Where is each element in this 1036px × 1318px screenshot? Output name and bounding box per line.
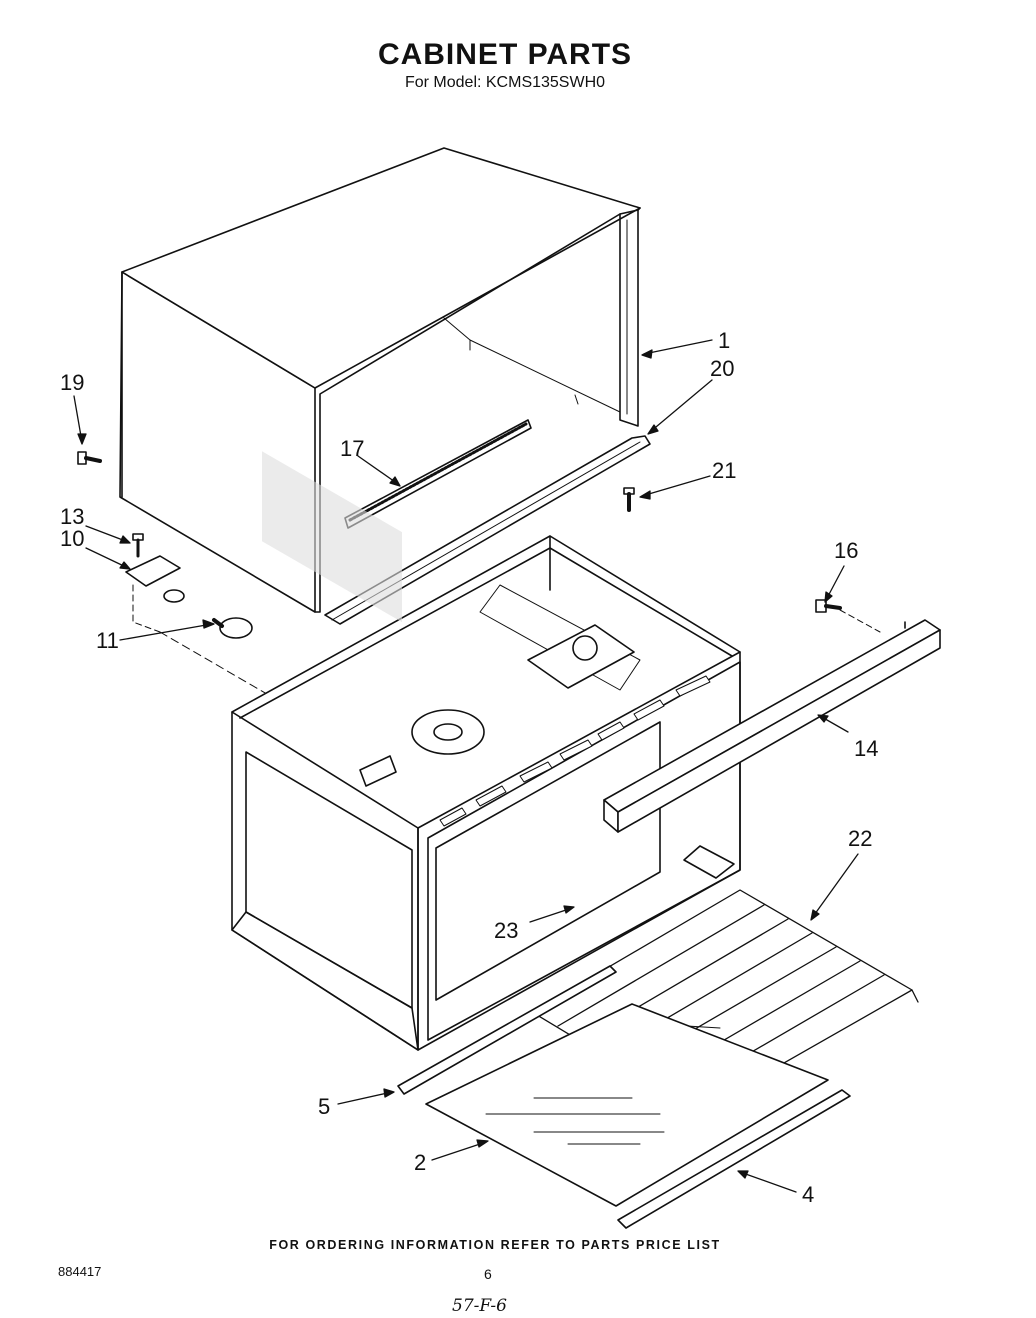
callout-2: 2 [414,1150,426,1175]
callout-19: 19 [60,370,84,395]
callout-20: 20 [710,356,734,381]
callout-21: 21 [712,458,736,483]
callout-13: 13 [60,504,84,529]
handwritten-note: 57-F-6 [452,1296,507,1316]
callout-11: 11 [96,628,119,653]
callout-10: 10 [60,526,84,551]
right-slide-rail [617,1089,851,1229]
oven-chassis [231,451,741,1051]
callout-1: 1 [718,328,730,353]
document-number: 884417 [58,1264,102,1279]
ordering-note: FOR ORDERING INFORMATION REFER TO PARTS … [269,1238,721,1252]
callout-17: 17 [340,436,364,461]
model-subtitle: For Model: KCMS135SWH0 [404,74,606,91]
page-number: 6 [484,1266,492,1282]
front-trim-bar [603,619,941,833]
callout-labels: 1 20 21 19 17 13 10 11 16 14 22 23 5 2 4 [60,328,878,1207]
leader-lines [73,339,859,1193]
screw-16-icon [815,599,881,633]
screw-19-icon [77,451,102,465]
screw-21-icon [623,487,635,512]
callout-14: 14 [854,736,878,761]
callout-23: 23 [494,918,518,943]
callout-16: 16 [834,538,858,563]
page-title: CABINET PARTS [377,38,633,71]
lamp-assembly [125,533,361,749]
left-slide-rail [397,965,617,1095]
callout-4: 4 [802,1182,814,1207]
callout-22: 22 [848,826,872,851]
glass-tray [425,1003,829,1207]
callout-5: 5 [318,1094,330,1119]
